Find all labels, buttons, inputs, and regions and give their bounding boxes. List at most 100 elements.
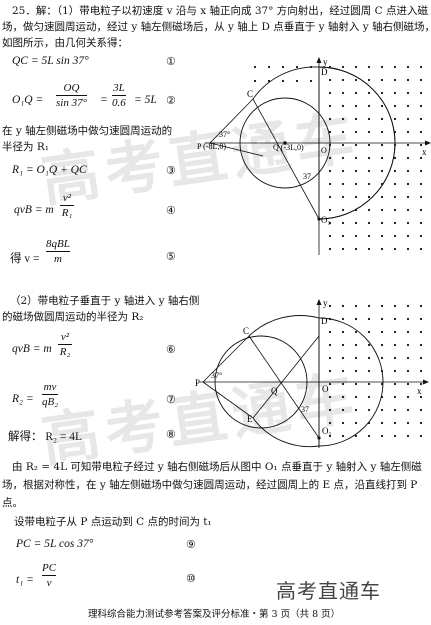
field-dot bbox=[367, 195, 371, 199]
field-dot bbox=[406, 421, 410, 425]
equation-6-frac: v² R₂ bbox=[58, 331, 72, 358]
eq2-f2-num: 3L bbox=[113, 82, 125, 94]
eq2-f1-den: sin 37° bbox=[56, 97, 87, 109]
field-dot bbox=[367, 395, 371, 399]
field-dot bbox=[406, 78, 410, 82]
field-dot bbox=[341, 421, 345, 425]
field-dot bbox=[328, 395, 332, 399]
field-dot bbox=[380, 195, 384, 199]
field-dot bbox=[419, 369, 423, 373]
field-dot bbox=[354, 156, 358, 160]
field-dot bbox=[367, 117, 371, 121]
part2-para-line1: 由 R₂ = 4L 可知带电粒子经过 y 轴右侧磁场后从图中 O₁ 点垂直于 y… bbox=[12, 461, 422, 473]
field-dot bbox=[380, 434, 384, 438]
fig2-trajectory-arc bbox=[248, 315, 384, 447]
eq-mark-9: ⑨ bbox=[186, 538, 196, 551]
field-dot bbox=[341, 195, 345, 199]
field-dot bbox=[367, 343, 371, 347]
field-dot bbox=[367, 130, 371, 134]
eq-mark-6: ⑥ bbox=[166, 343, 176, 356]
field-dot bbox=[354, 408, 358, 412]
field-dot bbox=[354, 330, 358, 334]
field-dot bbox=[341, 408, 345, 412]
field-dot bbox=[295, 65, 299, 69]
field-dot bbox=[406, 130, 410, 134]
field-dot bbox=[367, 330, 371, 334]
fig1-line-pc bbox=[209, 98, 254, 144]
field-dot bbox=[406, 395, 410, 399]
fig1-field-circle bbox=[239, 97, 331, 189]
field-dot bbox=[380, 104, 384, 108]
field-dot bbox=[309, 79, 313, 83]
field-dot bbox=[406, 434, 410, 438]
field-dot bbox=[393, 221, 397, 225]
eq-mark-8: ⑧ bbox=[166, 428, 176, 441]
field-dot bbox=[380, 117, 384, 121]
equation-10-frac: PC v bbox=[42, 562, 57, 589]
field-dot bbox=[419, 195, 423, 199]
equation-3: R₁ = O₁Q + QC bbox=[12, 164, 87, 176]
eq-mark-3: ③ bbox=[166, 164, 176, 177]
fig1-label-angle: 37° bbox=[219, 130, 230, 139]
field-dot bbox=[393, 395, 397, 399]
field-dot bbox=[380, 304, 384, 308]
field-dot bbox=[393, 169, 397, 173]
field-dot bbox=[380, 247, 384, 251]
field-dot bbox=[406, 104, 410, 108]
field-dot bbox=[341, 65, 345, 69]
equation-5-frac: 8qBL m bbox=[46, 238, 70, 265]
field-dot bbox=[354, 78, 358, 82]
field-dot bbox=[328, 343, 332, 347]
field-dot bbox=[341, 317, 345, 321]
field-dot bbox=[367, 143, 371, 147]
equation-2-frac-2: 3L 0.6 bbox=[112, 82, 126, 109]
eq10-den: v bbox=[46, 577, 52, 589]
field-dot bbox=[354, 117, 358, 121]
figure-2: C D P Q O O₁ E x y 37° 37 bbox=[195, 298, 429, 448]
fig2-label-x: x bbox=[417, 386, 422, 396]
field-dot bbox=[354, 343, 358, 347]
part1-intro-line3: 如图所示，由几何关系得： bbox=[2, 37, 128, 49]
field-dot bbox=[354, 182, 358, 186]
field-dot bbox=[328, 221, 332, 225]
eq6-num: v² bbox=[60, 331, 70, 343]
equation-2-frac-1: OQ sin 37° bbox=[56, 82, 87, 109]
field-dot bbox=[341, 330, 345, 334]
fig1-x-arrow bbox=[425, 140, 431, 146]
field-dot bbox=[380, 156, 384, 160]
field-dot bbox=[406, 330, 410, 334]
field-dot bbox=[393, 247, 397, 251]
field-dot bbox=[253, 65, 257, 69]
watermark-corner: 高考直通车 bbox=[276, 579, 381, 603]
field-dot bbox=[341, 143, 345, 147]
equation-7-frac: mv qB₂ bbox=[42, 381, 59, 408]
field-dot bbox=[419, 130, 423, 134]
figure-1-field-dots bbox=[253, 65, 423, 251]
part1-intro-line1: 25．解：（1）带电粒子以初速度 v 沿与 x 轴正向成 37° 方向射出，经过… bbox=[12, 5, 428, 17]
eq5-den: m bbox=[53, 253, 62, 265]
field-dot bbox=[419, 156, 423, 160]
field-dot bbox=[328, 234, 332, 238]
eq-mark-7: ⑦ bbox=[166, 393, 176, 406]
field-dot bbox=[393, 182, 397, 186]
field-dot bbox=[267, 65, 271, 69]
field-dot bbox=[354, 421, 358, 425]
eq6-den: R₂ bbox=[59, 346, 71, 358]
field-dot bbox=[419, 117, 423, 121]
field-dot bbox=[328, 408, 332, 412]
field-dot bbox=[341, 182, 345, 186]
field-dot bbox=[354, 369, 358, 373]
fig2-label-c: C bbox=[243, 326, 249, 336]
fig2-label-o1: O₁ bbox=[322, 426, 332, 436]
field-dot bbox=[406, 143, 410, 147]
field-dot bbox=[380, 408, 384, 412]
field-dot bbox=[406, 117, 410, 121]
field-dot bbox=[367, 65, 371, 69]
field-dot bbox=[419, 221, 423, 225]
eq7-den: qB₂ bbox=[42, 396, 59, 408]
fig2-label-e: E bbox=[247, 414, 253, 424]
fig2-label-y: y bbox=[323, 298, 328, 308]
field-dot bbox=[328, 382, 332, 386]
field-dot bbox=[328, 130, 332, 134]
field-dot bbox=[354, 65, 358, 69]
